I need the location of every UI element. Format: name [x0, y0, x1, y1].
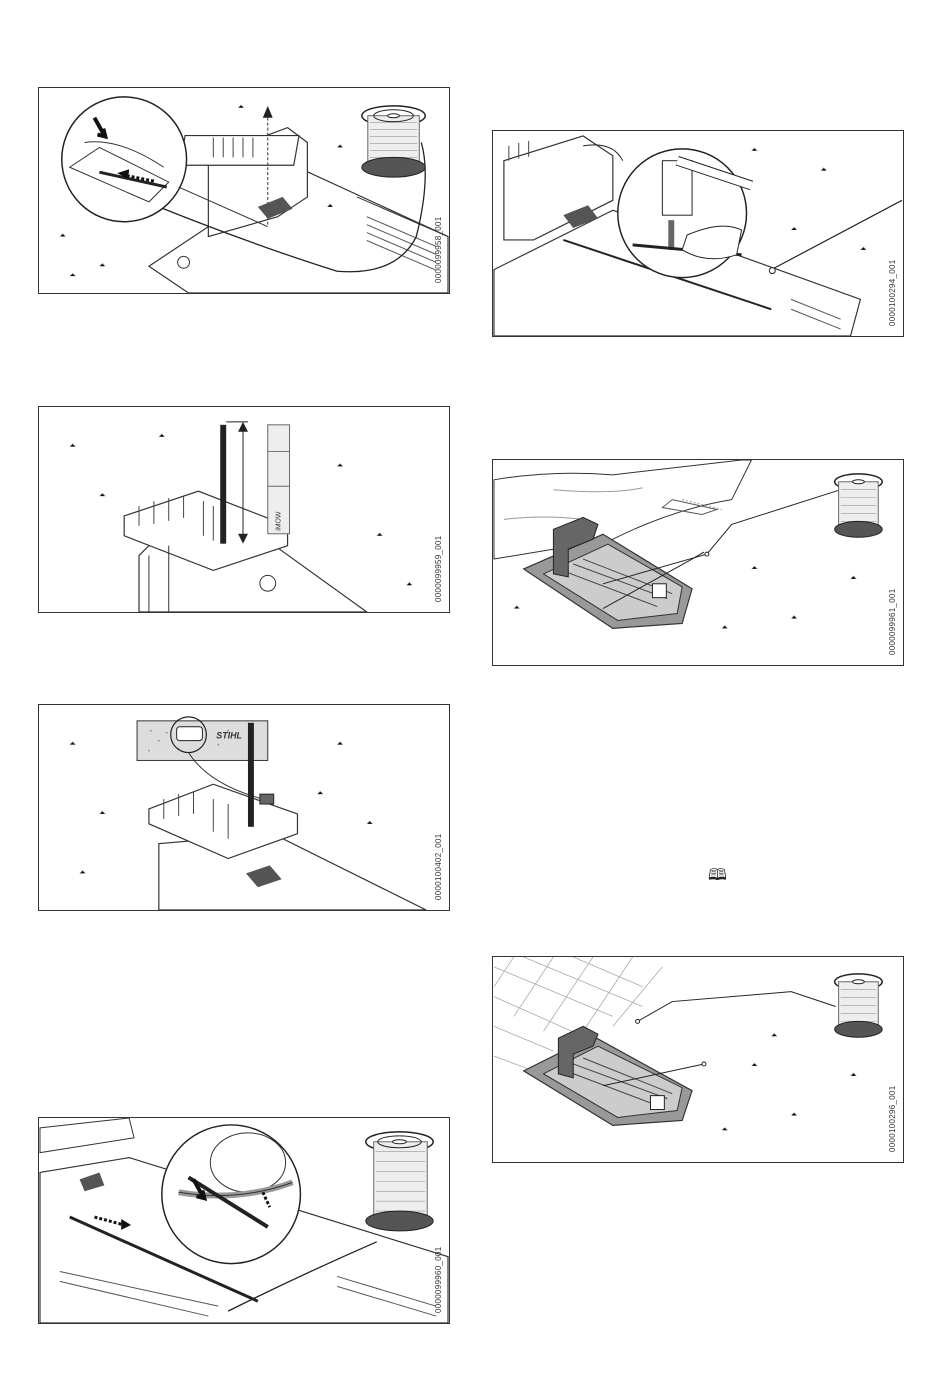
illustration-wire-clamp-label: STIHL [39, 705, 449, 910]
figure-code: 0000100402_001 [434, 834, 443, 901]
figure-3: STIHL 0000100402_001 [38, 704, 450, 911]
figure-5: 0000100294_001 [492, 130, 904, 337]
figure-7: 0000100296_001 [492, 956, 904, 1163]
illustration-wire-insert-groove [39, 1118, 449, 1323]
figure-4: 0000099960_001 [38, 1117, 450, 1324]
illustration-peg-hammer [493, 131, 903, 336]
illustration-dock-paved-area [493, 957, 903, 1162]
imow-label: iMOW [276, 511, 283, 531]
figure-code: 0000100294_001 [888, 260, 897, 327]
figure-code: 0000099960_001 [434, 1247, 443, 1314]
figure-code: 0000100296_001 [888, 1086, 897, 1153]
illustration-wire-length-measure: iMOW [39, 407, 449, 612]
figure-1: 0000099958_001 [38, 87, 450, 294]
figure-code: 0000099958_001 [434, 217, 443, 284]
figure-6: 0000099961_001 [492, 459, 904, 666]
stihl-label: STIHL [216, 731, 242, 741]
figure-code: 0000099961_001 [888, 589, 897, 656]
figure-code: 0000099959_001 [434, 536, 443, 603]
illustration-wire-routing-base [39, 88, 449, 293]
book-icon: 🕮 [708, 864, 727, 891]
illustration-dock-lawn-edge [493, 460, 903, 665]
figure-2: iMOW 0000099959_001 [38, 406, 450, 613]
